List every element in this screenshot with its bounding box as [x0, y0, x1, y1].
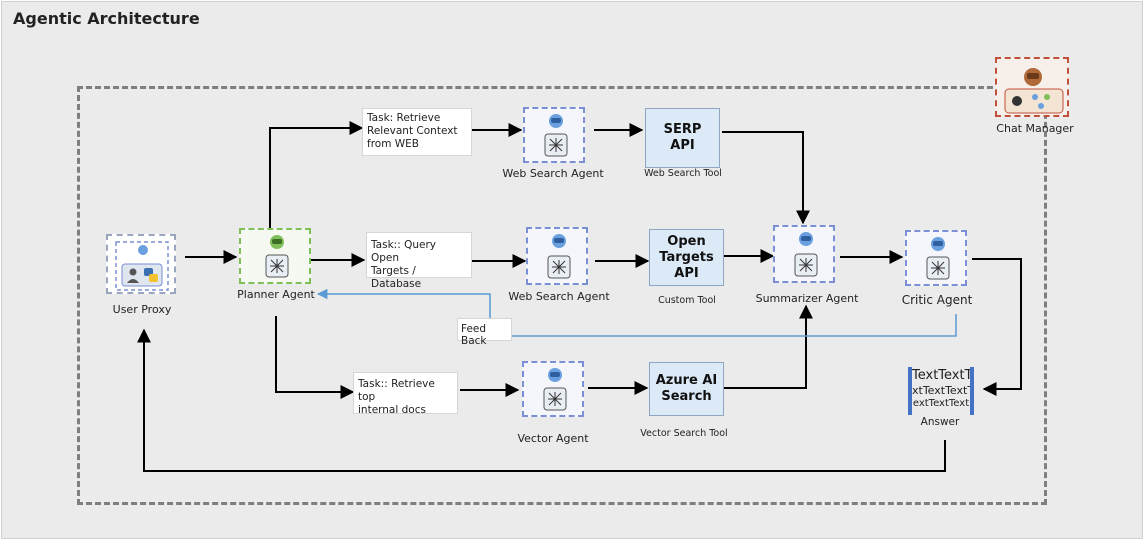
summarizer-agent-box [773, 225, 835, 283]
task-retrieve-internal-docs: Task:: Retrieve top internal docs [353, 372, 458, 416]
web-search-agent-1-label: Web Search Agent [502, 167, 604, 180]
answer-text-line-2: xtTextTextT [912, 384, 970, 397]
user-proxy-label: User Proxy [112, 303, 172, 316]
page-title: Agentic Architecture [13, 9, 200, 28]
robot-agent-icon [794, 232, 818, 277]
system-boundary [77, 86, 1047, 505]
user-python-icon [115, 241, 169, 291]
answer-label: Answer [920, 416, 960, 428]
chat-manager-icon [1004, 68, 1064, 114]
robot-agent-icon [926, 237, 950, 280]
arrow-planner-to-web-task [269, 121, 364, 228]
summarizer-agent-label: Summarizer Agent [755, 292, 859, 305]
robot-agent-icon [547, 234, 571, 279]
task-query-open-targets: Task:: Query Open Targets / Database [366, 232, 472, 290]
chat-manager-label: Chat Manager [996, 122, 1074, 135]
planner-agent-box [239, 228, 311, 284]
arrow-critic-to-answer [972, 258, 1022, 396]
web-search-agent-2-label: Web Search Agent [508, 290, 610, 303]
user-proxy-box [106, 234, 176, 294]
open-targets-api-tool: Open Targets API [649, 229, 724, 286]
arrow-feedback-to-planner [316, 288, 491, 318]
web-search-agent-2-box [526, 227, 588, 285]
arrow-planner-to-internal-task [275, 316, 355, 399]
feedback-line-critic [510, 314, 957, 337]
arrow-serp-to-summarizer [722, 131, 810, 225]
critic-agent-label: Critic Agent [901, 293, 973, 307]
chat-manager-box [995, 57, 1069, 117]
web-search-agent-1-box [523, 107, 585, 163]
answer-text-line-3: extTextText [912, 398, 970, 409]
web-search-tool-label: Web Search Tool [644, 168, 722, 179]
feedback-label: Feed Back [457, 318, 512, 347]
serp-api-tool: SERP API [645, 108, 720, 168]
vector-agent-label: Vector Agent [517, 432, 589, 445]
planner-robot-icon [265, 235, 289, 278]
arrow-azure-to-summarizer [724, 304, 813, 389]
planner-agent-label: Planner Agent [237, 288, 315, 301]
custom-tool-label: Custom Tool [658, 295, 716, 306]
task-retrieve-web-context: Task: Retrieve Relevant Context from WEB [362, 108, 472, 156]
robot-agent-icon [543, 368, 567, 411]
vector-agent-box [522, 361, 584, 417]
azure-ai-search-tool: Azure AI Search [649, 362, 724, 416]
arrow-answer-to-userproxy [137, 328, 946, 472]
robot-agent-icon [544, 114, 568, 157]
critic-agent-box [905, 230, 967, 286]
vector-search-tool-label: Vector Search Tool [640, 428, 728, 439]
